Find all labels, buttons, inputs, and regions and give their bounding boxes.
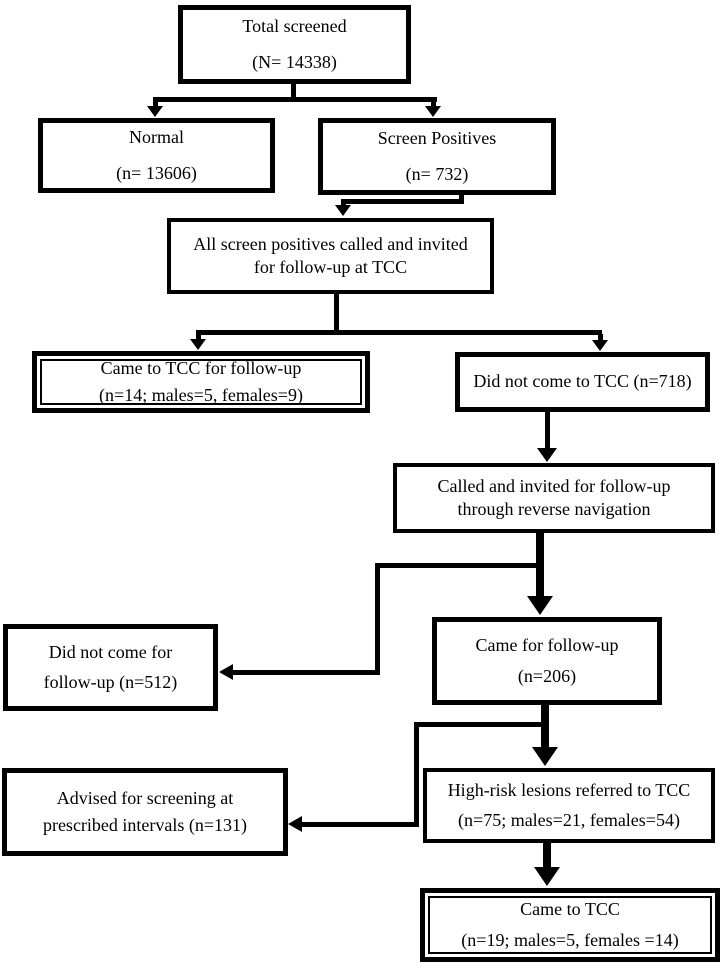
- connector-line: [545, 412, 550, 449]
- node-text: Advised for screening at: [56, 788, 234, 809]
- node-text: Came for follow-up: [475, 635, 619, 656]
- node-text: Did not come to TCC (n=718): [473, 371, 692, 392]
- node-text: (n=206): [517, 665, 577, 686]
- node-text: follow-up (n=512): [43, 672, 178, 692]
- arrowhead-down: [425, 106, 441, 117]
- arrowhead-down: [534, 867, 560, 886]
- node-text: Normal: [129, 126, 184, 147]
- node-text: prescribed intervals (n=131): [42, 814, 248, 835]
- node-text: Called and invited for follow-up: [437, 476, 671, 497]
- node-text: (n= 13606): [116, 163, 197, 183]
- node-text: Total screened: [242, 15, 347, 36]
- node-text: (n=75; males=21, females=54): [458, 810, 680, 830]
- node-total-screened: Total screened (N= 14338): [178, 5, 411, 84]
- arrowhead-down: [527, 596, 553, 615]
- node-text: Came to TCC for follow-up: [100, 358, 302, 379]
- node-text: through reverse navigation: [457, 498, 651, 519]
- node-all-positives-invited: All screen positives called and invited …: [167, 218, 494, 294]
- arrowhead-down: [592, 340, 608, 351]
- node-text: Came to TCC: [520, 899, 620, 920]
- node-text: (N= 14338): [252, 52, 337, 72]
- node-came-to-tcc-final: Came to TCC (n=19; males=5, females =14): [420, 888, 720, 962]
- node-text: Screen Positives: [377, 127, 497, 148]
- connector-line: [291, 82, 296, 100]
- connector-line: [541, 705, 549, 751]
- connector-line: [598, 334, 603, 340]
- connector-line: [341, 199, 464, 204]
- connector-line: [196, 334, 201, 340]
- arrowhead-down: [532, 747, 558, 766]
- node-came-for-followup: Came for follow-up (n=206): [432, 617, 662, 705]
- connector-line: [543, 843, 551, 869]
- node-text: All screen positives called and invited: [193, 234, 468, 255]
- node-text: Did not come for: [48, 641, 173, 662]
- node-normal: Normal (n= 13606): [38, 118, 275, 193]
- node-text: (n=19; males=5, females =14): [461, 929, 679, 950]
- arrowhead-left: [219, 664, 233, 680]
- connector-line: [232, 670, 380, 675]
- node-called-reverse-navigation: Called and invited for follow-up through…: [393, 463, 715, 533]
- node-came-to-tcc-followup: Came to TCC for follow-up (n=14; males=5…: [32, 351, 370, 413]
- node-text: (n=14; males=5, females=9): [99, 384, 303, 405]
- arrowhead-down: [190, 339, 206, 350]
- connector-line: [341, 203, 346, 206]
- node-did-not-come-tcc: Did not come to TCC (n=718): [455, 352, 710, 412]
- node-high-risk-lesions: High-risk lesions referred to TCC (n=75;…: [423, 768, 715, 843]
- arrowhead-down: [335, 205, 351, 216]
- connector-line: [414, 722, 419, 827]
- arrowhead-left: [288, 816, 302, 832]
- node-text: (n= 732): [405, 164, 469, 184]
- connector-line: [431, 101, 436, 107]
- connector-line: [153, 101, 158, 107]
- connector-line: [153, 97, 437, 102]
- connector-line: [196, 330, 602, 335]
- connector-line: [334, 294, 339, 334]
- connector-line: [301, 822, 419, 827]
- connector-line: [375, 563, 542, 568]
- connector-line: [414, 722, 545, 727]
- node-text: for follow-up at TCC: [253, 256, 408, 277]
- arrowhead-down: [537, 448, 557, 462]
- node-screen-positives: Screen Positives (n= 732): [318, 118, 556, 195]
- node-advised-screening: Advised for screening at prescribed inte…: [2, 768, 288, 856]
- node-did-not-come-followup: Did not come for follow-up (n=512): [3, 624, 218, 711]
- node-text: High-risk lesions referred to TCC: [447, 779, 691, 800]
- connector-line: [375, 563, 380, 673]
- arrowhead-down: [147, 106, 163, 117]
